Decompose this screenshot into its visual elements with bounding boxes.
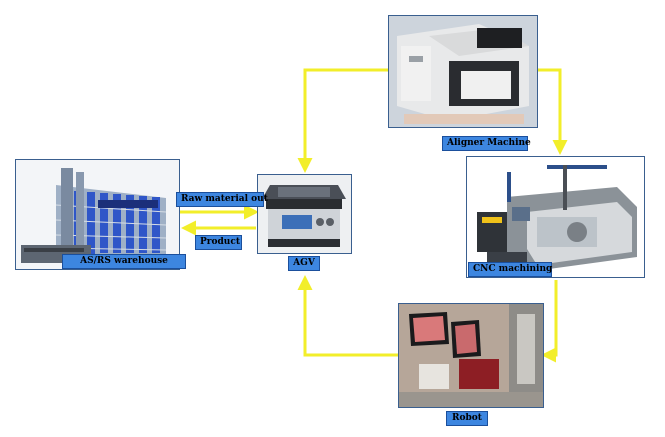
arrow-cnc-to-robot (541, 280, 558, 363)
warehouse-image (15, 159, 180, 270)
product-label: Product (195, 235, 242, 250)
agv-label: AGV (288, 256, 320, 271)
agv-image (257, 174, 352, 254)
arrow-robot-to-agv (297, 275, 398, 357)
cnc-label: CNC machining (468, 262, 552, 277)
cnc-image (466, 156, 645, 278)
raw-material-out-label: Raw material out (176, 192, 268, 207)
warehouse-label: AS/RS warehouse (62, 254, 186, 269)
robot-label: Robot (446, 411, 488, 426)
robot-image (398, 303, 544, 408)
arrow-aligner-to-agv (297, 68, 388, 173)
arrow-aligner-to-cnc (537, 68, 568, 155)
aligner-image (388, 15, 538, 128)
aligner-label: Aligner Machine (442, 136, 531, 151)
